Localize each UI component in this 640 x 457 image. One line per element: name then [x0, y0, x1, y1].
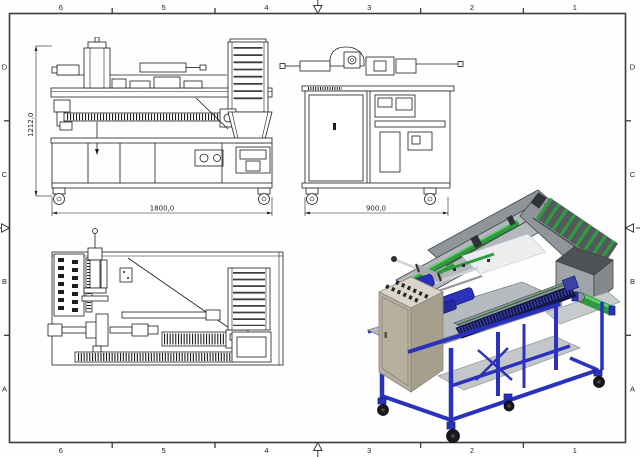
- top-view: [47, 228, 284, 366]
- casters: [377, 369, 605, 443]
- zone-label-left: C: [2, 170, 8, 179]
- dimension-width: 1800,0: [51, 197, 273, 216]
- front-view: 1212,0 1800,0: [27, 37, 273, 216]
- zone-label-bottom: 3: [367, 446, 371, 455]
- zone-label-top: 6: [59, 3, 63, 12]
- zone-label-left: A: [2, 384, 7, 393]
- dim-text-height: 1212,0: [27, 113, 35, 138]
- zone-label-right: D: [630, 63, 636, 72]
- zone-label-left: D: [2, 63, 8, 72]
- zone-label-right: B: [630, 277, 635, 286]
- caster: [305, 187, 437, 205]
- zone-label-right: A: [630, 384, 635, 393]
- zone-label-top: 5: [162, 3, 166, 12]
- door-handle: [333, 123, 336, 130]
- control-cabinet: [378, 276, 444, 393]
- zone-label-right: C: [630, 170, 636, 179]
- zone-label-top: 1: [573, 3, 577, 12]
- zone-label-top: 3: [367, 3, 371, 12]
- dimension-height: 1212,0: [27, 45, 52, 197]
- zone-label-bottom: 5: [162, 446, 166, 455]
- dim-text-width: 1800,0: [150, 205, 175, 213]
- side-view: 900,0: [279, 46, 464, 216]
- zone-label-top: 2: [470, 3, 474, 12]
- zone-label-top: 4: [264, 3, 268, 12]
- zone-label-bottom: 2: [470, 446, 474, 455]
- zone-label-bottom: 4: [264, 446, 268, 455]
- dimension-width: 900,0: [304, 197, 449, 216]
- green-roller: [571, 291, 616, 316]
- isometric-view: [366, 189, 621, 443]
- machine-frame-front: [381, 302, 604, 422]
- zone-ticks: [4, 8, 631, 448]
- dim-text-width: 900,0: [366, 205, 386, 213]
- zone-label-bottom: 1: [573, 446, 577, 455]
- cabinet-door-handle: [384, 332, 387, 338]
- zone-label-bottom: 6: [59, 446, 63, 455]
- caster: [52, 187, 271, 205]
- zone-label-left: B: [2, 277, 7, 286]
